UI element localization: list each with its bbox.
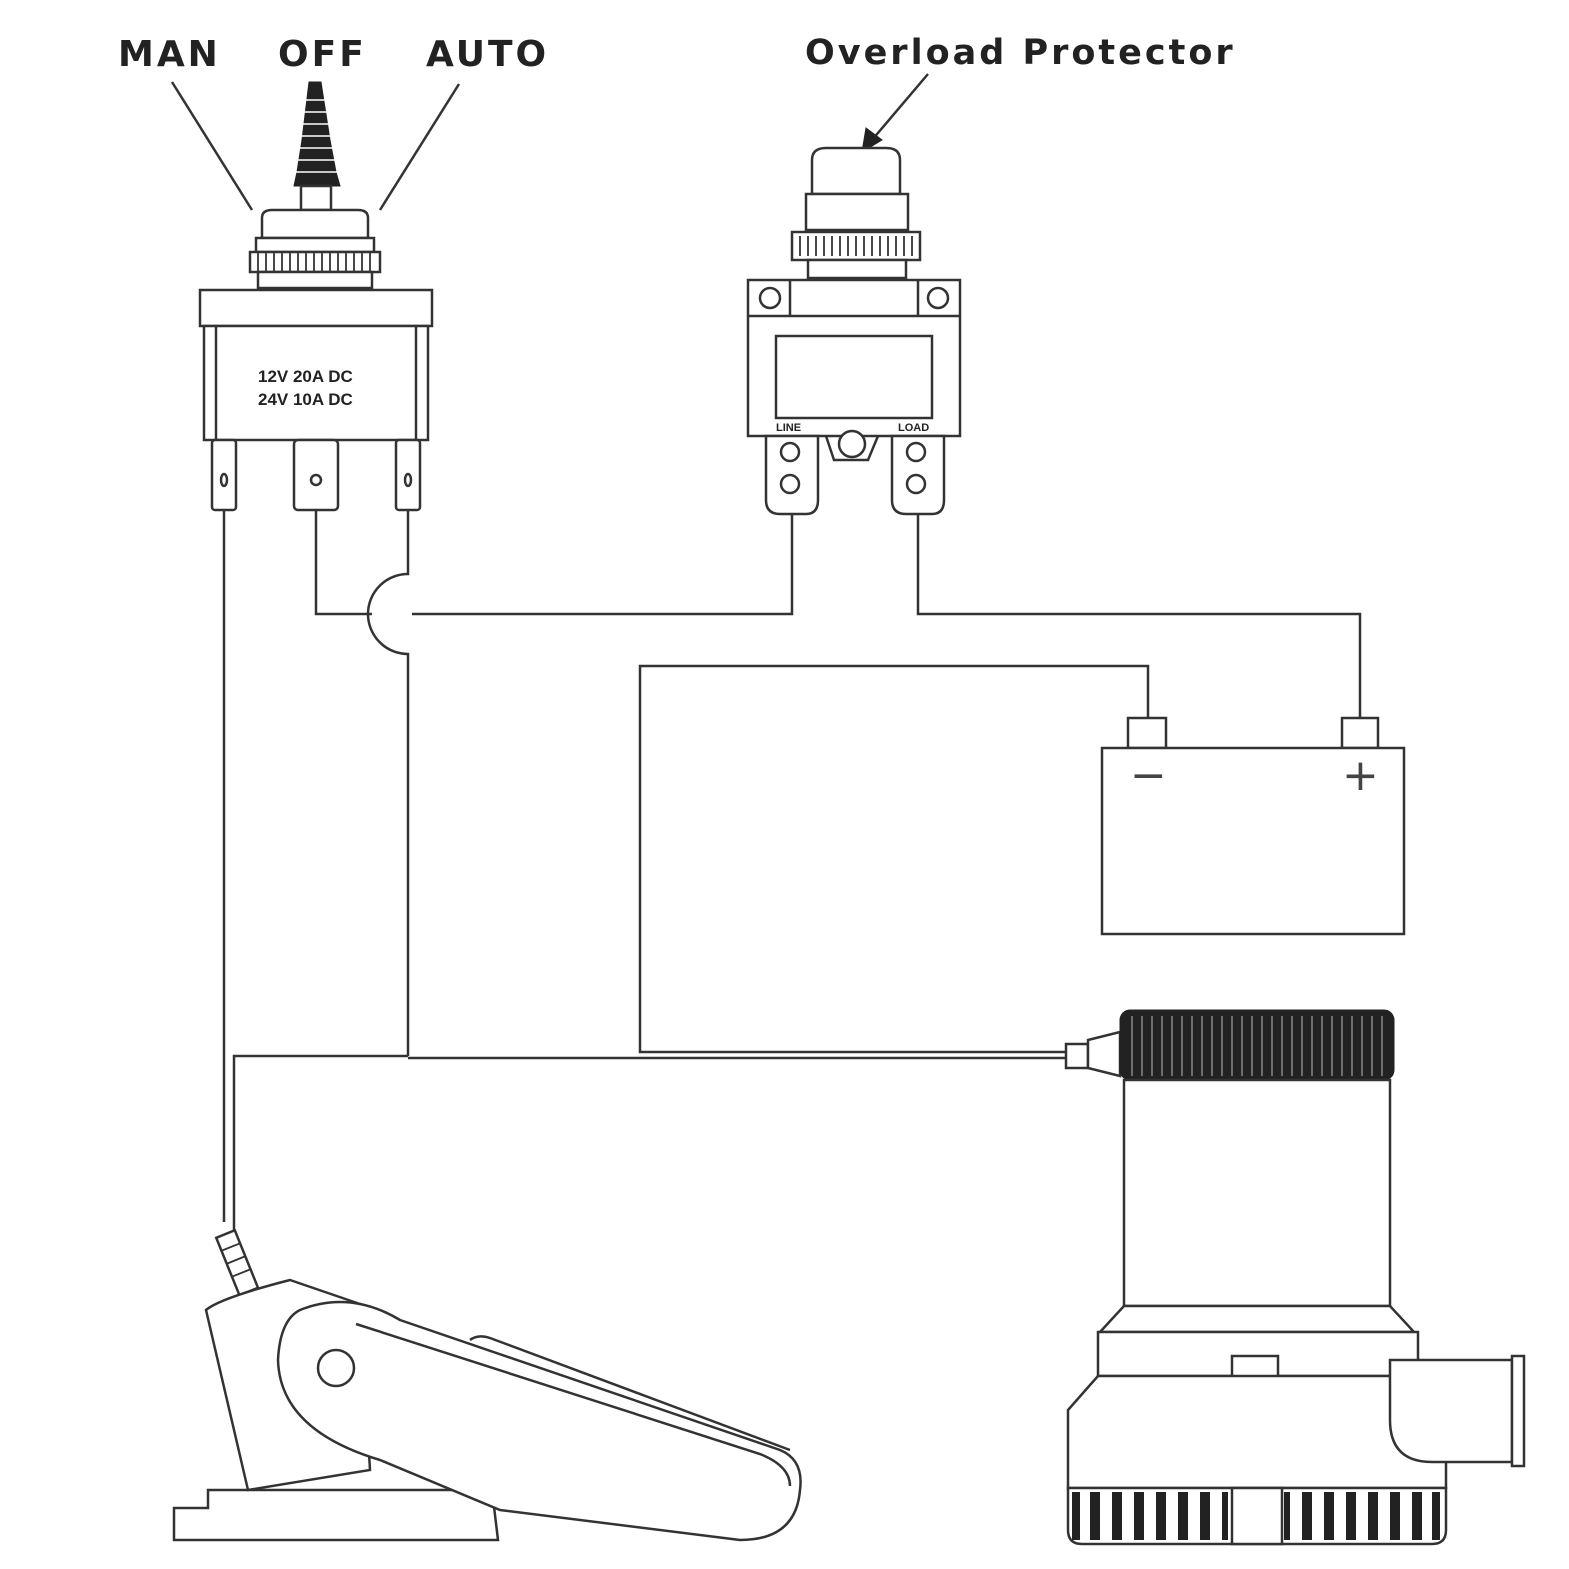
pump-cap <box>1119 1009 1395 1081</box>
auto-label: AUTO <box>426 34 549 75</box>
pump-outlet <box>1388 1358 1514 1464</box>
toggle-switch: 12V 20A DC 24V 10A DC <box>198 81 434 512</box>
battery: − + <box>1100 716 1406 936</box>
overload-protector-label: Overload Protector <box>805 33 1236 73</box>
float-base <box>172 1488 500 1542</box>
switch-body-top <box>198 288 434 328</box>
line-terminal-label: LINE <box>776 422 801 434</box>
load-terminal-label: LOAD <box>898 422 929 434</box>
wire-to-line <box>412 514 794 616</box>
wire-auto <box>366 510 410 1056</box>
man-pointer <box>170 81 254 211</box>
battery-body <box>1100 746 1406 936</box>
wire-common-left <box>314 510 372 616</box>
battery-positive-post <box>1340 716 1380 750</box>
battery-positive-symbol: + <box>1342 750 1379 801</box>
float-arm <box>276 1300 802 1542</box>
mount-hole-right <box>926 286 950 310</box>
switch-body <box>202 324 430 442</box>
auto-pointer <box>378 83 461 211</box>
float-switch <box>172 1228 802 1542</box>
wires <box>222 510 1362 1232</box>
switch-nut <box>248 250 382 274</box>
switch-rating-24v: 24V 10A DC <box>258 390 353 409</box>
bilge-pump <box>1064 1009 1526 1546</box>
switch-rating-12v: 12V 20A DC <box>258 367 353 386</box>
reset-button <box>810 146 902 196</box>
toggle-lever <box>293 81 341 187</box>
wire-to-battery-positive <box>916 514 1362 720</box>
wire-float <box>232 1054 408 1232</box>
pump-body <box>1122 1078 1392 1308</box>
protector-window <box>774 334 934 420</box>
man-label: MAN <box>118 34 221 75</box>
float-pivot <box>316 1348 356 1388</box>
protector-pointer-arrow <box>861 73 929 153</box>
mount-hole-left <box>758 286 782 310</box>
battery-negative-post <box>1126 716 1168 750</box>
wire-battery-negative <box>638 664 1150 1054</box>
off-label: OFF <box>278 34 367 75</box>
battery-negative-symbol: − <box>1130 750 1167 801</box>
overload-protector: LINE LOAD <box>746 146 962 516</box>
